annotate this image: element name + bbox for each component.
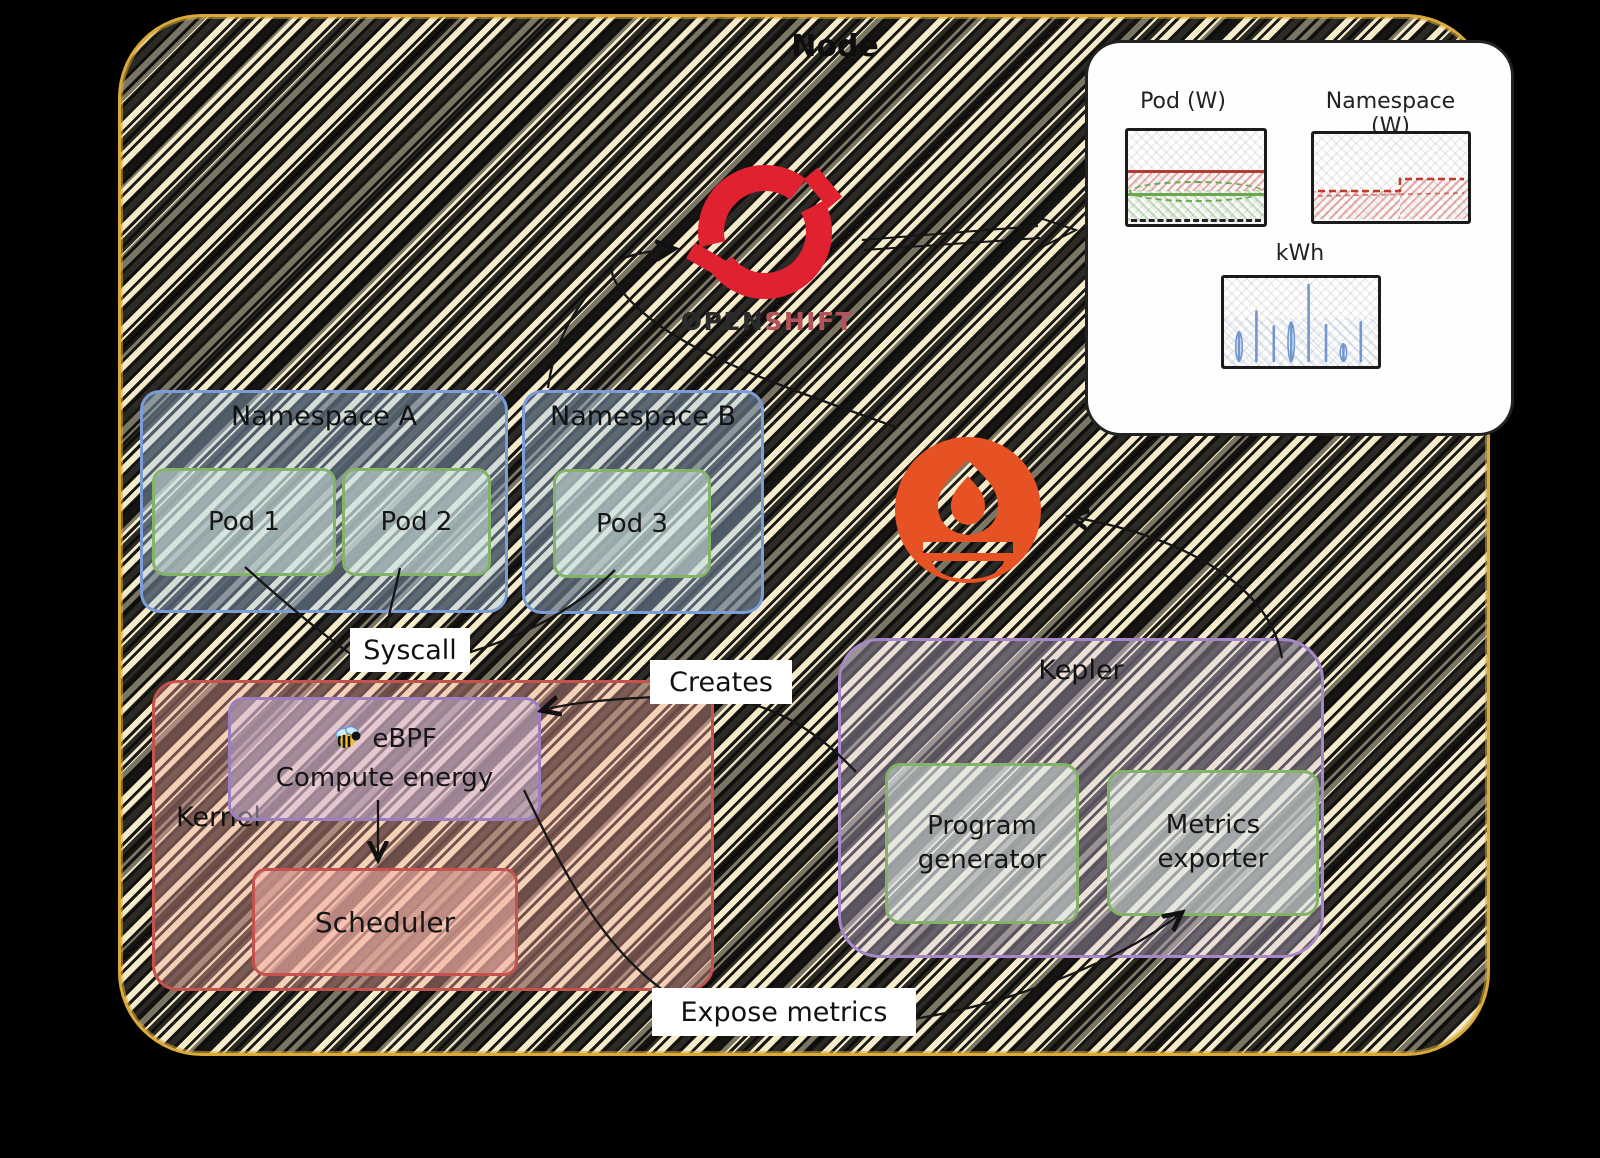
namespace-chart-step-line <box>1317 177 1465 197</box>
syscall-label: Syscall <box>350 628 470 672</box>
program-generator-label: Program generator <box>917 810 1047 875</box>
arrow-pod1-syscall <box>244 566 367 665</box>
arrow-creates-kepler-to-ebpf <box>544 694 857 773</box>
openshift-logo-icon <box>686 165 843 299</box>
kwh-chart-spikes <box>1235 283 1363 363</box>
kwh-chart-title: kWh <box>1275 241 1325 266</box>
pod-chart-baseline <box>1130 219 1262 222</box>
dashboard-panel: Pod (W) Namespace (W) kWh <box>1085 40 1514 436</box>
arrow-openshift-dashboard <box>861 215 1079 251</box>
kernel-box <box>152 680 714 991</box>
scheduler-box: Scheduler <box>252 868 518 976</box>
expose-metrics-label: Expose metrics <box>652 988 916 1036</box>
namespace-a-title: Namespace A <box>231 401 417 432</box>
pod-chart-green-ellipse <box>1129 181 1263 202</box>
kwh-chart-blue-area <box>1224 317 1378 366</box>
openshift-wordmark-shift: SHIFT <box>764 306 855 336</box>
kepler-title: Kepler <box>1038 655 1124 686</box>
node-title: Node <box>791 28 879 64</box>
namespace-chart-red-area-right <box>1400 179 1468 219</box>
namespace-b-title: Namespace B <box>550 401 736 432</box>
pod-1-label: Pod 1 <box>208 507 280 537</box>
arrow-kepler-prometheus <box>1072 517 1284 659</box>
bee-icon <box>332 725 364 761</box>
line-openshift-namespaces <box>546 267 613 389</box>
scheduler-label: Scheduler <box>314 905 456 939</box>
kernel-label: Kernel <box>176 802 261 833</box>
pod-3-label: Pod 3 <box>596 508 668 539</box>
pod-chart-green-line <box>1128 193 1264 196</box>
program-generator-box: Program generator <box>885 763 1079 924</box>
kwh-chart <box>1221 275 1381 369</box>
pod-2-label: Pod 2 <box>380 507 453 537</box>
pod-chart-red-line <box>1128 170 1264 174</box>
metrics-exporter-box: Metrics exporter <box>1107 770 1319 916</box>
ebpf-title: eBPF <box>372 723 437 754</box>
pod-watt-chart-title: Pod (W) <box>1140 89 1226 114</box>
prometheus-logo-icon <box>894 437 1041 583</box>
creates-label: Creates <box>650 660 792 704</box>
ebpf-box: eBPF Compute energy <box>228 697 541 821</box>
pod-2-box: Pod 2 <box>342 468 491 576</box>
arrow-prometheus-openshift <box>610 249 899 430</box>
ebpf-subtitle: Compute energy <box>275 763 494 793</box>
openshift-wordmark-open: OPEN <box>680 306 765 336</box>
metrics-exporter-label: Metrics exporter <box>1157 810 1269 874</box>
namespace-watt-chart <box>1311 131 1471 224</box>
pod-watt-chart <box>1125 128 1267 227</box>
pod-3-box: Pod 3 <box>553 469 711 578</box>
pod-1-box: Pod 1 <box>152 468 336 576</box>
